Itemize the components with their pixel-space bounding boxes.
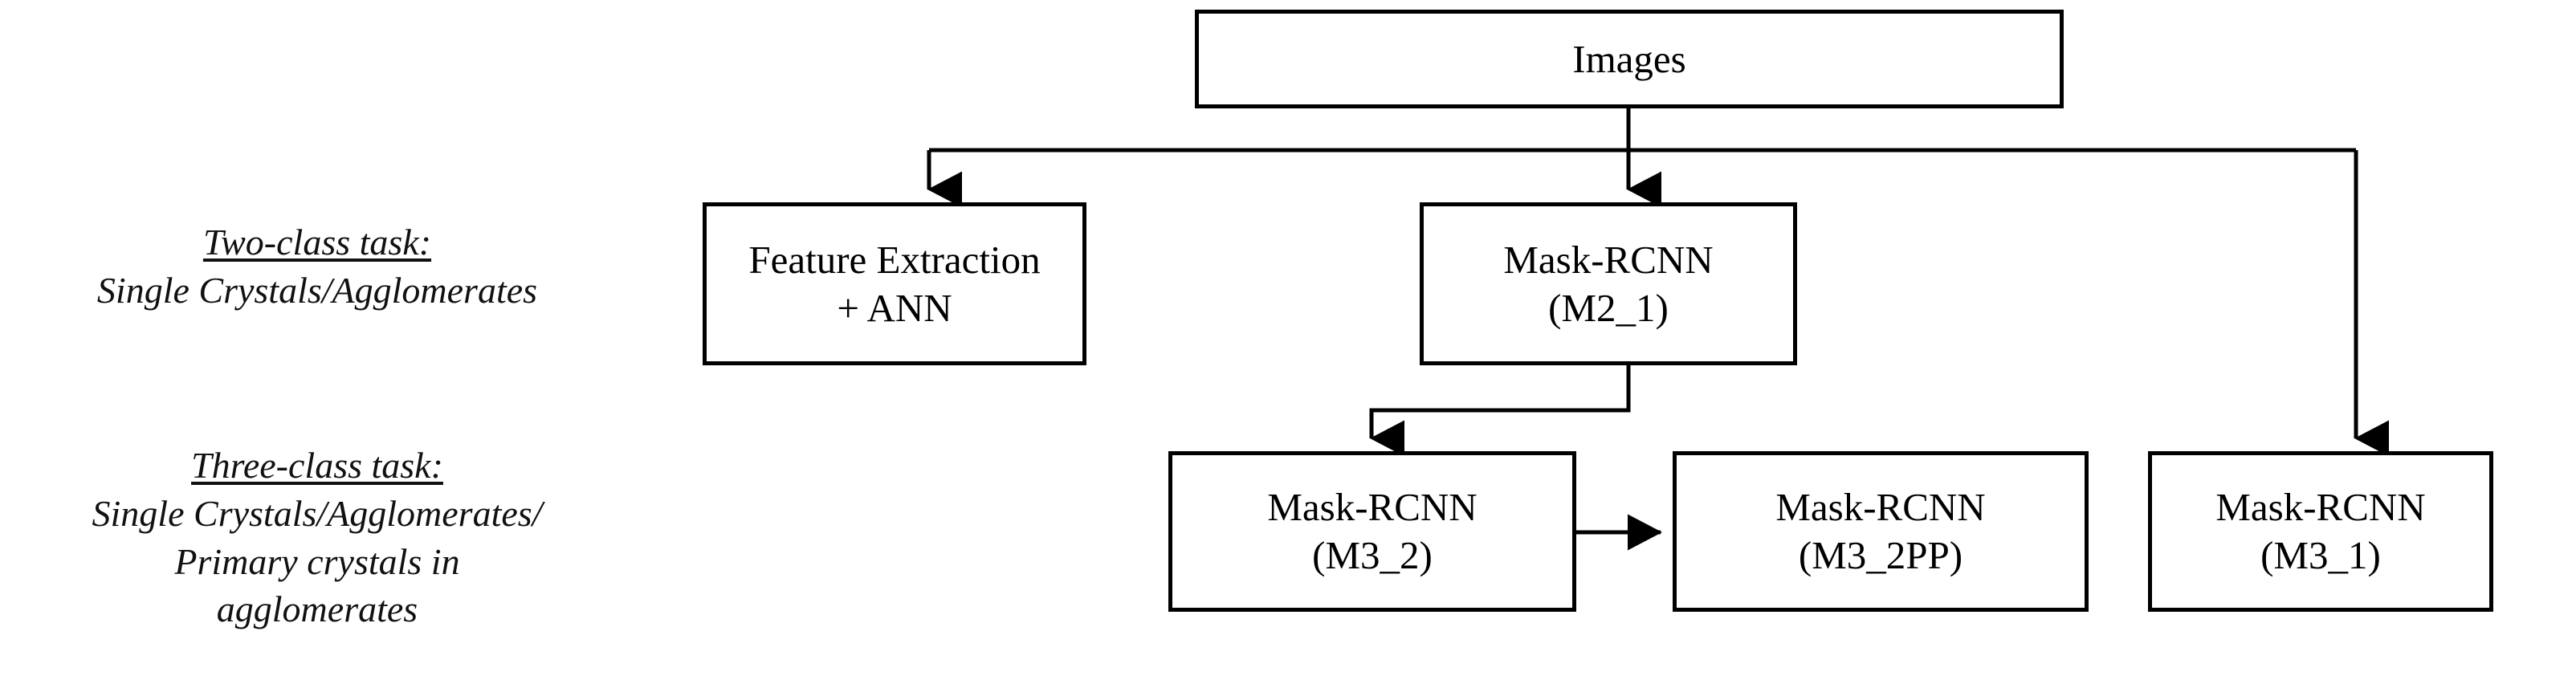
two-class-task-classes-line-1: Single Crystals/Agglomerates [96,269,538,311]
three-class-task-classes-line-3: agglomerates [216,588,418,630]
node-feature-extraction-label-line-2: + ANN [837,285,952,330]
two-class-task-heading: Two-class task: [202,222,432,263]
node-mask-rcnn-m2-1[interactable]: Mask-RCNN (M2_1) [1420,202,1797,365]
node-feature-extraction-ann[interactable]: Feature Extraction + ANN [703,202,1086,365]
node-m3-2pp-label-line-2: (M3_2PP) [1798,533,1963,577]
node-m3-2pp-label-line-1: Mask-RCNN [1775,485,1986,530]
three-class-task-classes-line-2: Primary crystals in [174,540,460,582]
edge-m2-1-to-m3-2 [1369,365,1631,457]
three-class-task-heading: Three-class task: [191,445,443,486]
three-class-task-classes-line-1: Single Crystals/Agglomerates/ [92,492,543,534]
node-m3-2-label-line-2: (M3_2) [1312,533,1433,577]
node-m3-1-label-line-1: Mask-RCNN [2215,485,2426,530]
two-class-task-label: Two-class task: Single Crystals/Agglomer… [0,218,634,315]
node-m3-1-label-line-2: (M3_1) [2260,533,2381,577]
node-feature-extraction-label-line-1: Feature Extraction [748,237,1041,282]
three-class-task-label: Three-class task: Single Crystals/Agglom… [0,442,634,633]
node-images-label-line-1: Images [1572,36,1686,81]
node-m2-1-label-line-1: Mask-RCNN [1503,237,1714,282]
node-m3-2-label-line-1: Mask-RCNN [1267,485,1478,530]
node-images[interactable]: Images [1195,10,2064,108]
node-mask-rcnn-m3-2pp[interactable]: Mask-RCNN (M3_2PP) [1673,451,2089,612]
node-mask-rcnn-m3-2[interactable]: Mask-RCNN (M3_2) [1168,451,1576,612]
node-m2-1-label-line-2: (M2_1) [1548,285,1669,330]
node-mask-rcnn-m3-1[interactable]: Mask-RCNN (M3_1) [2148,451,2493,612]
